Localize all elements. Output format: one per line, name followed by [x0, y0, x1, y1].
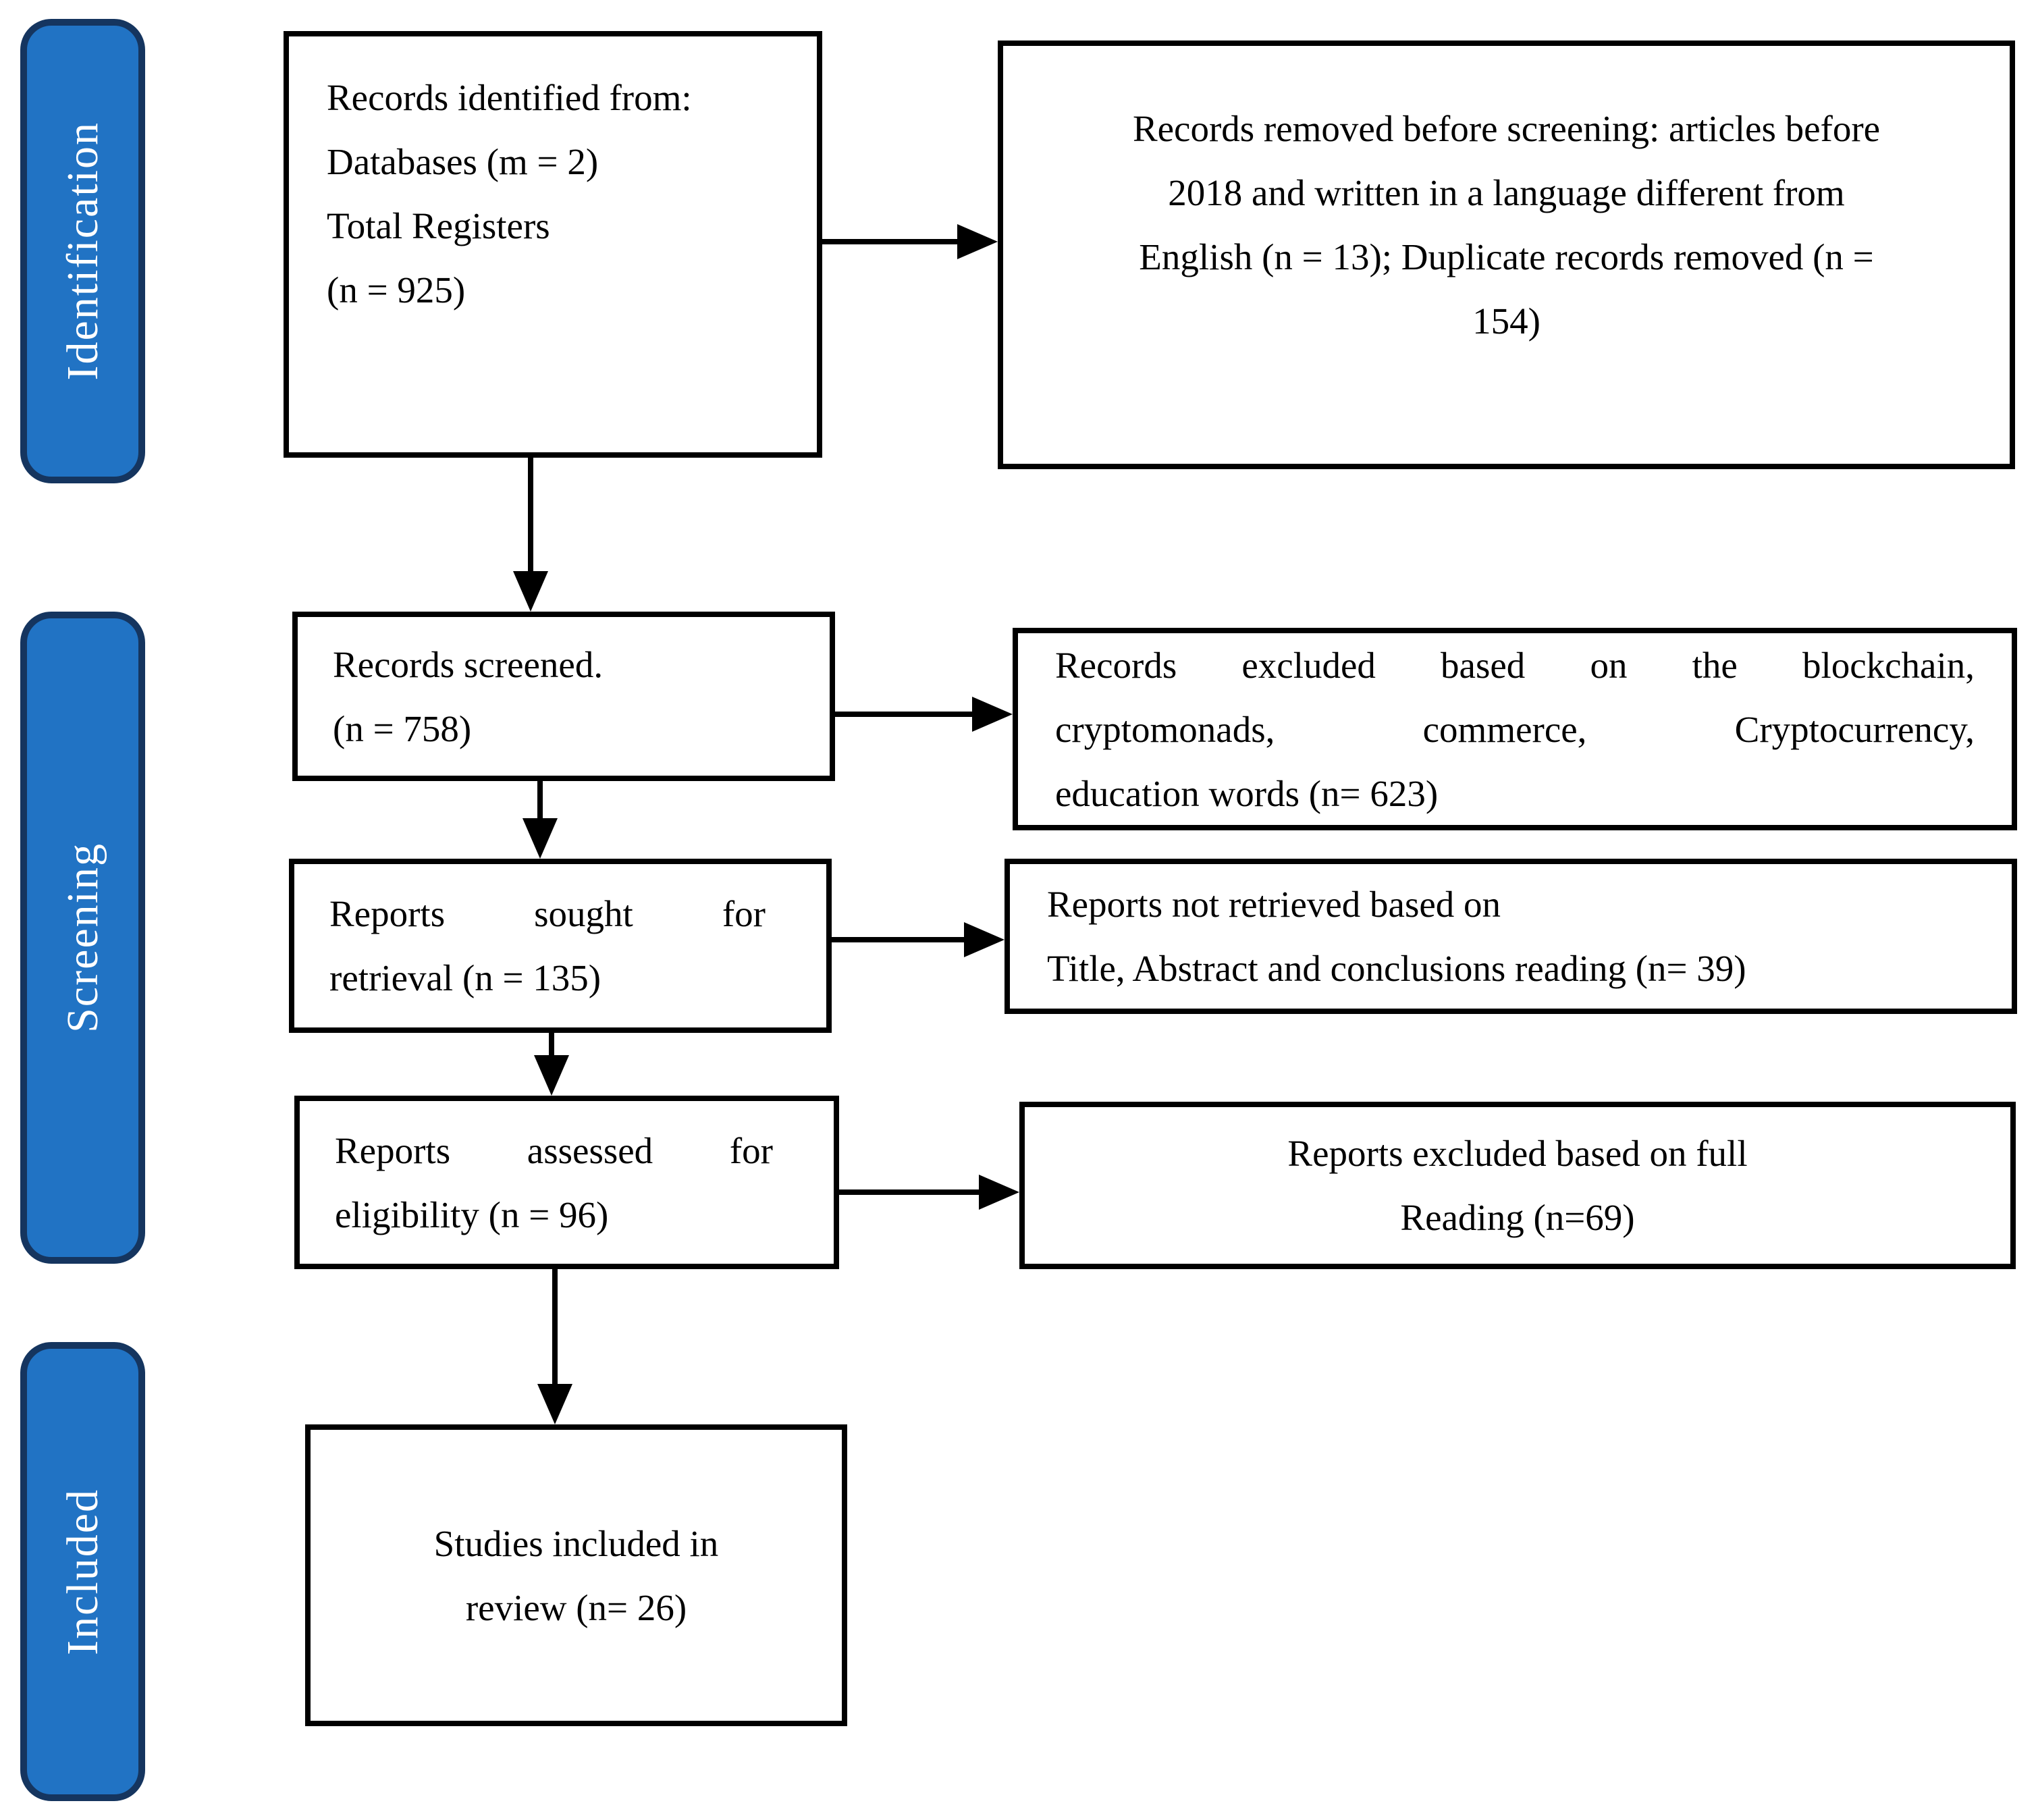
box-studies-included-line: Studies included in [433, 1522, 719, 1564]
box-records-removed: Records removed before screening: articl… [998, 41, 2015, 469]
box-reports-not-retrieved: Reports not retrieved based on Title, Ab… [1004, 859, 2017, 1014]
box-studies-included-line: review (n= 26) [465, 1586, 687, 1628]
box-reports-sought-line: retrieval (n = 135) [329, 957, 601, 998]
stage-included-label: Included [57, 1488, 107, 1655]
box-reports-excluded-full-line: Reading (n=69) [1400, 1197, 1635, 1238]
box-reports-excluded-full: Reports excluded based on full Reading (… [1019, 1102, 2016, 1269]
box-records-excluded-line: cryptomonads, commerce, Cryptocurrency, [1055, 708, 1975, 750]
stage-screening: Screening [20, 612, 145, 1264]
box-records-removed-line: 2018 and written in a language different… [1168, 171, 1845, 213]
box-records-screened: Records screened. (n = 758) [292, 612, 835, 781]
box-records-screened-line: Records screened. [333, 643, 604, 685]
box-reports-sought-line: Reports sought for [329, 893, 766, 934]
stage-identification: Identification [20, 19, 145, 483]
box-records-identified-line: Databases (m = 2) [327, 141, 599, 182]
box-reports-assessed-line: eligibility (n = 96) [335, 1194, 609, 1235]
box-reports-assessed-line: Reports assessed for [335, 1129, 773, 1171]
box-records-excluded: Records excluded based on the blockchain… [1013, 628, 2017, 830]
box-studies-included: Studies included in review (n= 26) [305, 1424, 847, 1726]
box-records-identified-line: (n = 925) [327, 269, 466, 311]
box-records-screened-line: (n = 758) [333, 707, 472, 749]
stage-included: Included [20, 1342, 145, 1801]
box-records-identified-line: Records identified from: [327, 77, 692, 118]
box-records-identified-line: Total Registers [327, 205, 550, 246]
box-reports-excluded-full-line: Reports excluded based on full [1287, 1133, 1748, 1174]
box-records-identified: Records identified from: Databases (m = … [284, 31, 822, 458]
box-reports-not-retrieved-line: Title, Abstract and conclusions reading … [1047, 948, 1746, 989]
box-records-excluded-line: Records excluded based on the blockchain… [1055, 644, 1975, 686]
box-reports-sought: Reports sought for retrieval (n = 135) [289, 859, 832, 1033]
box-records-removed-line: 154) [1472, 300, 1541, 342]
box-reports-not-retrieved-line: Reports not retrieved based on [1047, 884, 1501, 925]
box-reports-assessed: Reports assessed for eligibility (n = 96… [294, 1096, 839, 1269]
box-records-removed-line: English (n = 13); Duplicate records remo… [1139, 236, 1874, 277]
stage-screening-label: Screening [57, 842, 107, 1033]
box-records-excluded-line: education words (n= 623) [1055, 772, 1439, 814]
stage-identification-label: Identification [57, 122, 107, 381]
box-records-removed-line: Records removed before screening: articl… [1132, 107, 1881, 149]
